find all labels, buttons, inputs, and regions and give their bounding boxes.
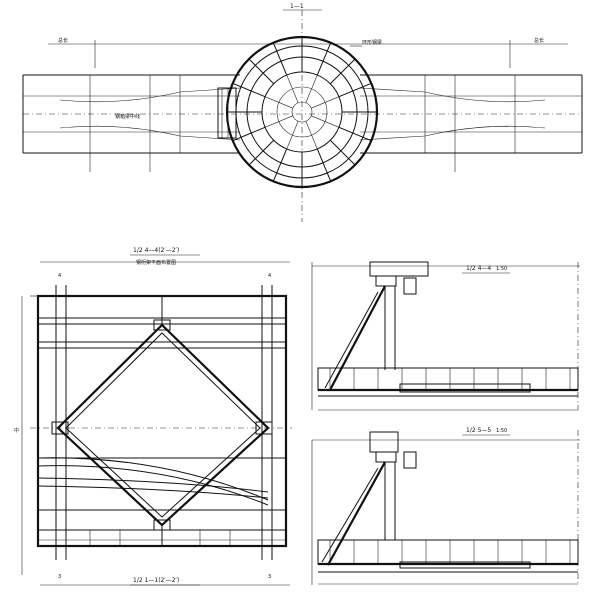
drawing-line bbox=[329, 139, 356, 166]
drawing-line bbox=[286, 74, 299, 103]
truss-plan: 1/2 4—4(2′—2′) 钢桁架平面布置图 1/2 1—1(2′—2′) 4… bbox=[14, 247, 292, 586]
drawing-line bbox=[305, 74, 318, 103]
drawing-line bbox=[264, 96, 293, 109]
section-upper: 1/2 4—4 1:50 bbox=[311, 261, 580, 411]
plan-right-label: 总长 bbox=[534, 37, 544, 44]
drawing-line bbox=[329, 58, 356, 85]
section-lower-title: 1/2 5—5 bbox=[466, 427, 491, 434]
drawing-line bbox=[232, 82, 266, 98]
grid-mark-3-right: 3 bbox=[268, 574, 271, 580]
grid-mark-4-right: 4 bbox=[268, 273, 271, 279]
plan-view: 1—1 总长 总长 钢箱梁中线 bbox=[22, 3, 583, 222]
drawing-line bbox=[311, 96, 340, 109]
section-upper-scale: 1:50 bbox=[496, 266, 507, 272]
drawing-line bbox=[316, 148, 332, 182]
drawing-line bbox=[316, 42, 332, 76]
drawing-line bbox=[338, 82, 372, 98]
drawing-line bbox=[264, 115, 293, 128]
section-upper-title: 1/2 4—4 bbox=[466, 265, 491, 272]
drawing-line bbox=[272, 148, 288, 182]
axis-mark: 中 bbox=[14, 427, 19, 434]
truss-plan-footer: 1/2 1—1(2′—2′) bbox=[133, 577, 179, 584]
drawing-line bbox=[272, 42, 288, 76]
grid-mark-3: 3 bbox=[58, 574, 61, 580]
drawing-line bbox=[305, 121, 318, 150]
section-lower-scale: 1:50 bbox=[496, 428, 507, 434]
plan-ring-callout: 环形钢梁 bbox=[362, 39, 382, 46]
section-lower: 1/2 5—5 1:50 bbox=[311, 427, 580, 585]
plan-left-callout: 钢箱梁中线 bbox=[115, 113, 140, 120]
drawing-line bbox=[248, 139, 275, 166]
drawing-line bbox=[232, 126, 266, 142]
grid-mark-4: 4 bbox=[58, 273, 61, 279]
section-mark-top: 1—1 bbox=[290, 3, 304, 10]
plan-left-label: 总长 bbox=[58, 37, 68, 44]
truss-plan-subtitle: 钢桁架平面布置图 bbox=[136, 259, 176, 266]
drawing-line bbox=[338, 126, 372, 142]
truss-plan-title: 1/2 4—4(2′—2′) bbox=[133, 247, 179, 254]
drawing-line bbox=[311, 115, 340, 128]
drawing-line bbox=[248, 58, 275, 85]
drawing-line bbox=[286, 121, 299, 150]
